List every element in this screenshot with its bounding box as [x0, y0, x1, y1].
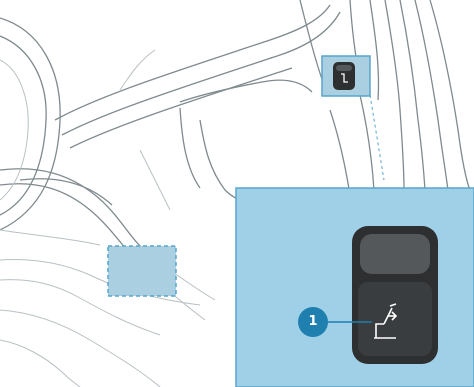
callout-number: 1 — [298, 307, 328, 337]
switch-top-highlight — [360, 234, 430, 274]
left-location-highlight — [108, 246, 176, 296]
